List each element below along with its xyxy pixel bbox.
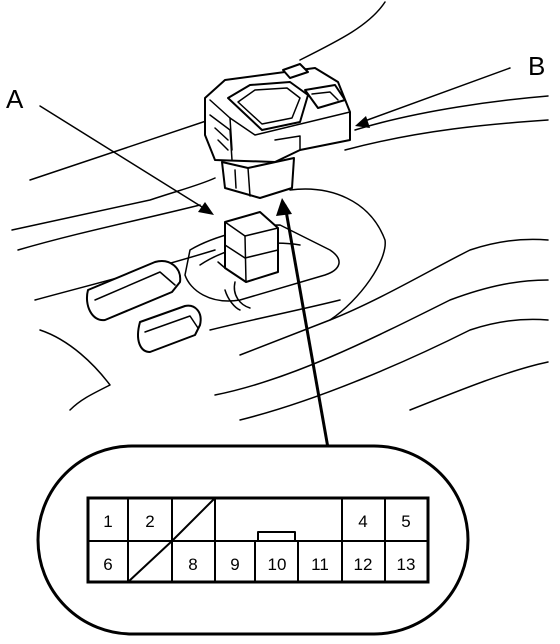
pin-12: 12 xyxy=(354,555,373,574)
blank-cavity-3 xyxy=(171,497,216,542)
leader-a xyxy=(39,105,211,213)
power-window-switch-b xyxy=(204,63,351,199)
blank-cavity-7 xyxy=(127,540,173,583)
terminal-view: 1 2 4 5 6 8 9 10 11 12 13 xyxy=(36,444,470,636)
pin-8: 8 xyxy=(188,555,197,574)
pin-13: 13 xyxy=(397,555,416,574)
callout-a-label: A xyxy=(6,84,24,114)
leader-a-arrowhead xyxy=(198,202,214,215)
pin-1: 1 xyxy=(103,512,112,531)
pin-5: 5 xyxy=(401,512,410,531)
leader-lines xyxy=(39,67,511,449)
harness-connector-a xyxy=(217,211,279,311)
door-panel xyxy=(11,1,549,421)
panel-buttons xyxy=(86,260,202,353)
leader-b-arrowhead xyxy=(355,116,370,128)
pin-10: 10 xyxy=(268,555,287,574)
pin-9: 9 xyxy=(230,555,239,574)
callout-b-label: B xyxy=(528,51,545,81)
pin-2: 2 xyxy=(145,512,154,531)
leader-b xyxy=(361,67,511,123)
connector-lock-tab xyxy=(257,531,296,542)
leader-terminal-view xyxy=(283,204,330,449)
leader-terminal-arrowhead xyxy=(276,198,292,216)
pin-4: 4 xyxy=(358,512,367,531)
pin-11: 11 xyxy=(311,555,329,574)
pin-6: 6 xyxy=(103,555,112,574)
